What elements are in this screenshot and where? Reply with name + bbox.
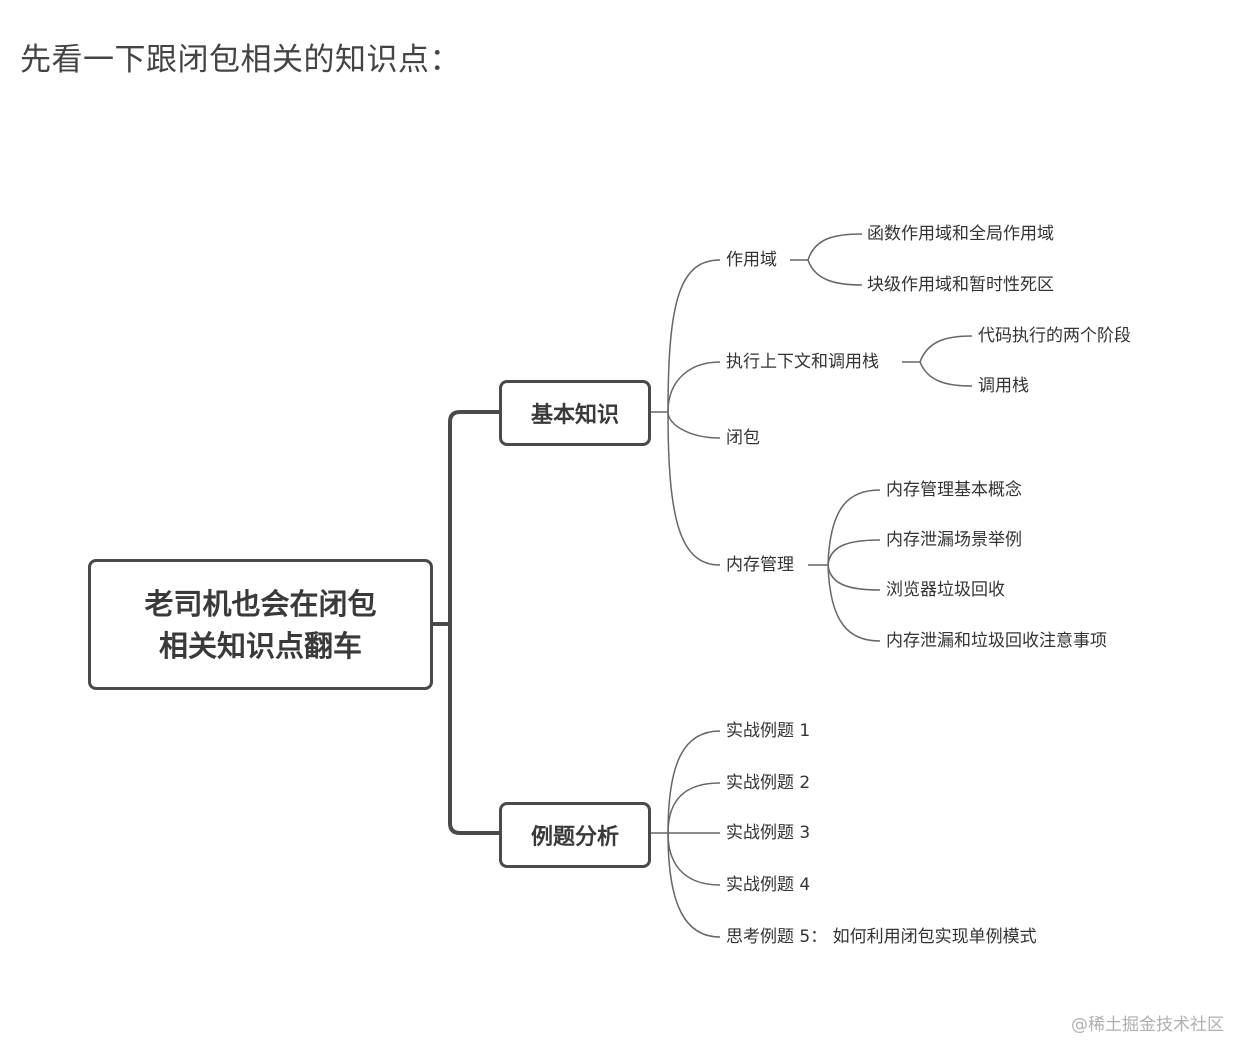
connector-to-scope — [667, 259, 721, 413]
example-2[interactable]: 实战例题 2 — [726, 773, 811, 793]
connector-scope-a — [807, 233, 863, 261]
connector-root-to-examples — [448, 624, 500, 835]
root-connectors — [433, 410, 500, 835]
subtopic-block-scope-tdz[interactable]: 块级作用域和暂时性死区 — [867, 275, 1054, 295]
example-4[interactable]: 实战例题 4 — [726, 875, 811, 895]
topic-scope[interactable]: 作用域 — [726, 250, 777, 270]
connector-scope-b — [807, 259, 863, 286]
connector-memory-a — [827, 489, 881, 566]
topic-memory-management[interactable]: 内存管理 — [726, 555, 794, 575]
subtopic-browser-gc[interactable]: 浏览器垃圾回收 — [886, 580, 1005, 600]
root-title-line1: 老司机也会在闭包 — [144, 586, 377, 621]
subtopic-leak-gc-notes[interactable]: 内存泄漏和垃圾回收注意事项 — [886, 631, 1107, 651]
connector-memory-d — [827, 564, 881, 642]
connector-memory-c — [827, 564, 881, 591]
connector-context-a — [919, 335, 973, 363]
subtopic-execution-phases[interactable]: 代码执行的两个阶段 — [978, 326, 1131, 346]
watermark: @稀土掘金技术社区 — [1071, 1015, 1224, 1035]
connector-context-b — [919, 361, 973, 387]
connector-ex4 — [667, 832, 721, 886]
connector-to-closure — [667, 411, 721, 439]
connector-root-to-basic — [448, 410, 500, 624]
connector-to-context — [667, 361, 721, 413]
basic-connectors — [651, 233, 973, 642]
subtopic-memory-basics[interactable]: 内存管理基本概念 — [886, 480, 1022, 500]
branch-basic-knowledge[interactable]: 基本知识 — [499, 380, 651, 446]
example-3[interactable]: 实战例题 3 — [726, 823, 811, 843]
subtopic-memory-leak-examples[interactable]: 内存泄漏场景举例 — [886, 530, 1022, 550]
connector-to-memory — [667, 411, 721, 566]
connector-memory-b — [827, 539, 881, 566]
topic-closure[interactable]: 闭包 — [726, 428, 760, 448]
example-1[interactable]: 实战例题 1 — [726, 721, 811, 741]
subtopic-function-global-scope[interactable]: 函数作用域和全局作用域 — [867, 224, 1054, 244]
connector-ex1 — [667, 730, 721, 834]
root-node[interactable]: 老司机也会在闭包 相关知识点翻车 — [88, 559, 433, 690]
intro-text: 先看一下跟闭包相关的知识点： — [20, 42, 461, 78]
topic-execution-context[interactable]: 执行上下文和调用栈 — [726, 352, 879, 372]
example-connectors — [651, 730, 721, 938]
example-5-singleton[interactable]: 思考例题 5： 如何利用闭包实现单例模式 — [726, 927, 1037, 947]
connector-ex2 — [667, 782, 721, 834]
root-title-line2: 相关知识点翻车 — [158, 628, 362, 663]
subtopic-call-stack[interactable]: 调用栈 — [978, 376, 1029, 396]
branch-example-analysis[interactable]: 例题分析 — [499, 802, 651, 868]
connector-ex5 — [667, 832, 721, 938]
